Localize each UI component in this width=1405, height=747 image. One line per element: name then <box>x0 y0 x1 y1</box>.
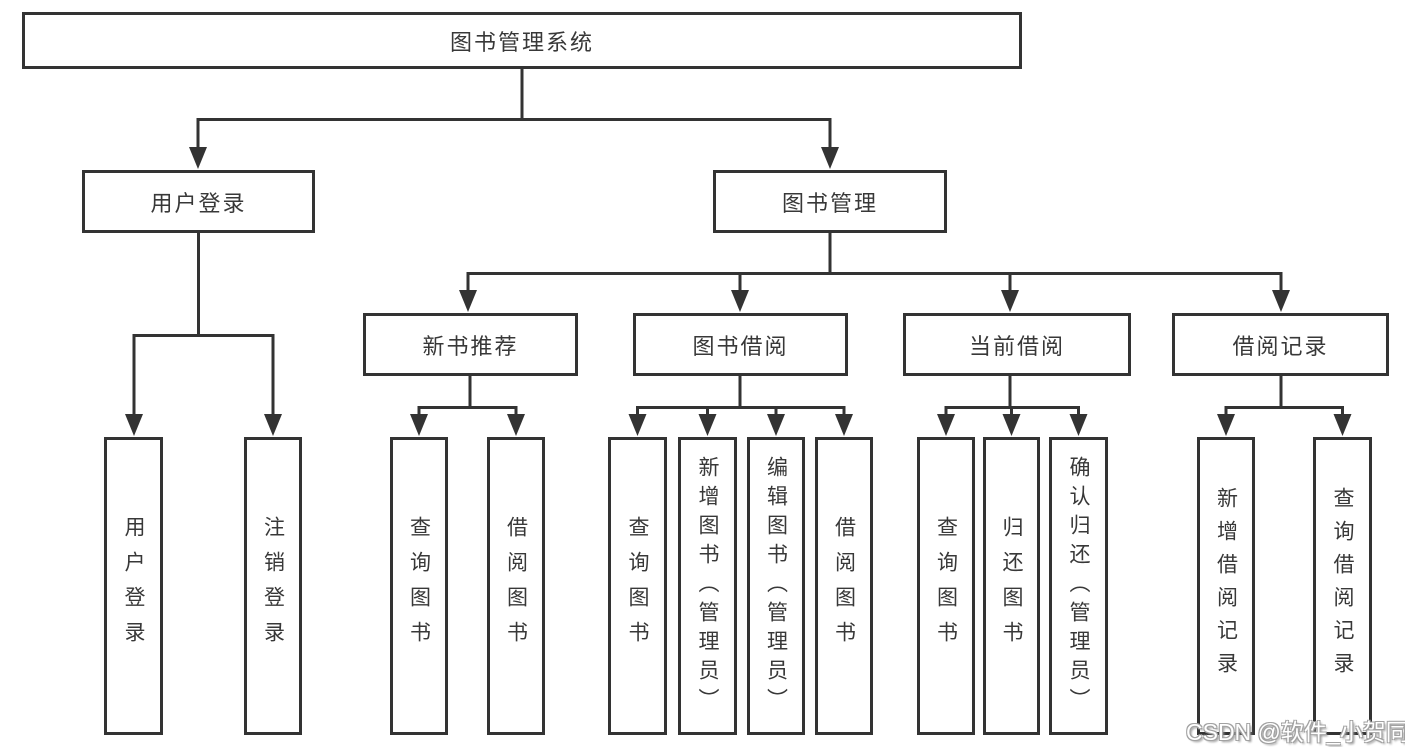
leaf-confirm-return-admin: 确认归还（管理员） <box>1049 437 1108 735</box>
leaf-label: 借阅图书 <box>504 516 528 656</box>
node-borrowing-records: 借阅记录 <box>1172 313 1389 376</box>
leaf-label: 归还图书 <box>1000 516 1023 656</box>
leaf-label: 查询借阅记录 <box>1331 487 1354 685</box>
leaf-label: 查询图书 <box>407 516 431 656</box>
leaf-query-books-recommend: 查询图书 <box>390 437 448 735</box>
node-label: 图书管理系统 <box>449 29 594 55</box>
leaf-label: 确认归还（管理员） <box>1067 455 1090 717</box>
leaf-borrow-books-recommend: 借阅图书 <box>487 437 545 735</box>
leaf-label: 用户登录 <box>122 516 145 656</box>
leaf-label: 查询图书 <box>934 516 958 656</box>
leaf-label: 注销登录 <box>261 516 285 656</box>
watermark: CSDN @软件_小贺同学 <box>1186 719 1405 745</box>
leaf-logout: 注销登录 <box>244 437 302 735</box>
arrowheads <box>125 147 1352 436</box>
leaf-query-borrow-record: 查询借阅记录 <box>1313 437 1372 735</box>
node-book-borrowing: 图书借阅 <box>633 313 848 376</box>
node-user-login: 用户登录 <box>82 170 315 233</box>
leaf-label: 新增借阅记录 <box>1214 487 1238 685</box>
leaf-query-books-borrow: 查询图书 <box>608 437 667 735</box>
leaf-add-books-admin: 新增图书（管理员） <box>678 437 737 735</box>
leaf-add-borrow-record: 新增借阅记录 <box>1197 437 1255 735</box>
leaf-label: 借阅图书 <box>832 516 856 656</box>
node-label: 借阅记录 <box>1232 333 1329 359</box>
leaf-label: 编辑图书（管理员） <box>764 455 788 717</box>
node-current-borrowing: 当前借阅 <box>903 313 1131 376</box>
node-label: 图书借阅 <box>692 333 789 359</box>
node-label: 图书管理 <box>781 190 878 216</box>
node-label: 用户登录 <box>150 190 247 216</box>
node-library-system: 图书管理系统 <box>22 12 1022 69</box>
leaf-edit-books-admin: 编辑图书（管理员） <box>747 437 805 735</box>
leaf-borrow-books: 借阅图书 <box>815 437 873 735</box>
node-book-management: 图书管理 <box>713 170 947 233</box>
leaf-return-books: 归还图书 <box>983 437 1040 735</box>
leaf-query-books-current: 查询图书 <box>917 437 975 735</box>
node-new-book-recommend: 新书推荐 <box>363 313 578 376</box>
leaf-label: 新增图书（管理员） <box>696 455 719 717</box>
leaf-user-login: 用户登录 <box>104 437 163 735</box>
node-label: 当前借阅 <box>968 333 1065 359</box>
node-label: 新书推荐 <box>422 333 519 359</box>
leaf-label: 查询图书 <box>626 516 649 656</box>
